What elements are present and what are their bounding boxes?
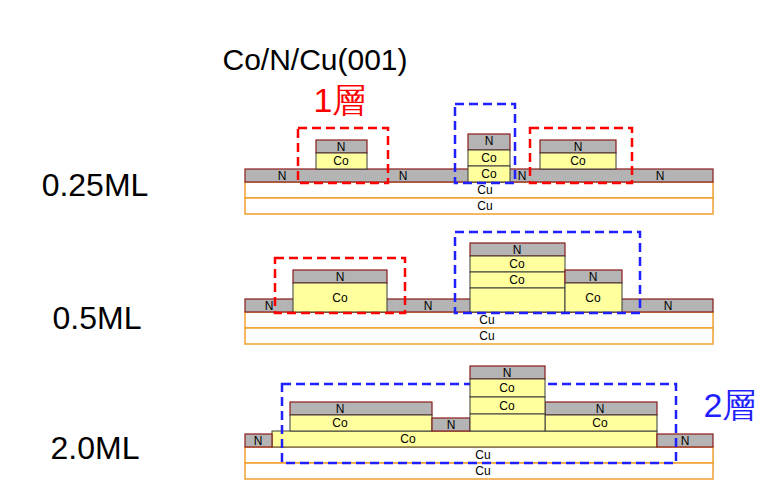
n-layer bbox=[293, 270, 387, 283]
atom-label: N bbox=[424, 300, 433, 312]
dashed-frames bbox=[275, 104, 676, 463]
atom-label: N bbox=[336, 403, 345, 415]
co-layer bbox=[470, 256, 565, 272]
atom-label: Co bbox=[509, 274, 524, 286]
co-layer bbox=[290, 415, 432, 431]
layer-group bbox=[470, 366, 545, 431]
atom-label: Co bbox=[333, 155, 348, 167]
atom-label: Cu bbox=[479, 314, 494, 326]
n-layer bbox=[565, 270, 622, 283]
atom-label: N bbox=[574, 141, 583, 153]
cu-layer bbox=[245, 328, 713, 344]
atom-label: N bbox=[399, 170, 408, 182]
co-layer bbox=[316, 153, 367, 169]
co-layer bbox=[470, 288, 565, 312]
co-layer bbox=[470, 414, 545, 431]
coverage-label: 0.25ML bbox=[42, 169, 149, 201]
n-layer bbox=[545, 402, 657, 415]
n-layer bbox=[540, 140, 616, 153]
co-layer bbox=[545, 415, 657, 431]
atom-label: Cu bbox=[477, 200, 492, 212]
atom-label: N bbox=[518, 170, 527, 182]
n-layer bbox=[470, 243, 565, 256]
cu-layer bbox=[245, 182, 713, 198]
cu-layer bbox=[245, 312, 713, 328]
atom-label: N bbox=[664, 300, 673, 312]
dashed-frame bbox=[530, 128, 632, 183]
atom-label: N bbox=[278, 170, 287, 182]
atom-label: Co bbox=[332, 292, 347, 304]
atom-label: N bbox=[503, 367, 512, 379]
dashed-frame bbox=[298, 128, 388, 183]
atom-label: Co bbox=[585, 292, 600, 304]
atom-label: Co bbox=[499, 400, 514, 412]
atom-label: Co bbox=[592, 417, 607, 429]
dashed-frame bbox=[275, 258, 405, 313]
atom-label: N bbox=[681, 435, 690, 447]
atom-label: Co bbox=[481, 168, 496, 180]
atom-label: N bbox=[337, 141, 346, 153]
atom-label: N bbox=[254, 435, 263, 447]
atom-label: N bbox=[336, 271, 345, 283]
co-layer bbox=[470, 397, 545, 414]
atom-label: Cu bbox=[477, 184, 492, 196]
n-layer bbox=[657, 434, 713, 447]
n-layer bbox=[432, 418, 470, 431]
co-layer bbox=[293, 283, 387, 312]
cu-layer bbox=[245, 198, 713, 214]
atom-label: N bbox=[485, 135, 494, 147]
atom-label: Cu bbox=[475, 465, 490, 477]
atom-label: Co bbox=[481, 152, 496, 164]
atom-label: N bbox=[265, 300, 274, 312]
atom-label: N bbox=[589, 271, 598, 283]
co-layer bbox=[468, 150, 510, 166]
dashed-frame bbox=[455, 232, 640, 313]
n-layer bbox=[468, 134, 510, 150]
atom-label: Co bbox=[570, 155, 585, 167]
n-layer bbox=[470, 366, 545, 379]
atom-label: Co bbox=[499, 382, 514, 394]
atom-label: Cu bbox=[475, 449, 490, 461]
coverage-label: 0.5ML bbox=[53, 302, 142, 334]
atom-label: N bbox=[656, 170, 665, 182]
co-layer bbox=[565, 283, 622, 312]
cu-layer bbox=[245, 463, 713, 479]
layer-count-label: 1層 bbox=[314, 83, 367, 117]
layer-group bbox=[245, 134, 713, 479]
co-layer bbox=[470, 272, 565, 288]
n-layer bbox=[316, 140, 367, 153]
co-layer bbox=[272, 431, 657, 447]
atom-label: N bbox=[513, 244, 522, 256]
atom-label: Co bbox=[509, 258, 524, 270]
co-layer bbox=[470, 379, 545, 397]
dashed-frame bbox=[455, 104, 515, 183]
atom-label: N bbox=[447, 419, 456, 431]
atom-label: N bbox=[596, 403, 605, 415]
n-layer bbox=[245, 434, 272, 447]
atom-label: Co bbox=[332, 417, 347, 429]
atom-label: Cu bbox=[479, 330, 494, 342]
n-layer bbox=[290, 402, 432, 415]
layer-count-label: 2層 bbox=[704, 388, 757, 422]
title: Co/N/Cu(001) bbox=[222, 45, 407, 75]
co-layer bbox=[468, 166, 510, 182]
atom-label: Co bbox=[400, 433, 415, 445]
coverage-label: 2.0ML bbox=[51, 432, 140, 464]
cu-layer bbox=[245, 447, 713, 463]
co-layer bbox=[540, 153, 616, 169]
